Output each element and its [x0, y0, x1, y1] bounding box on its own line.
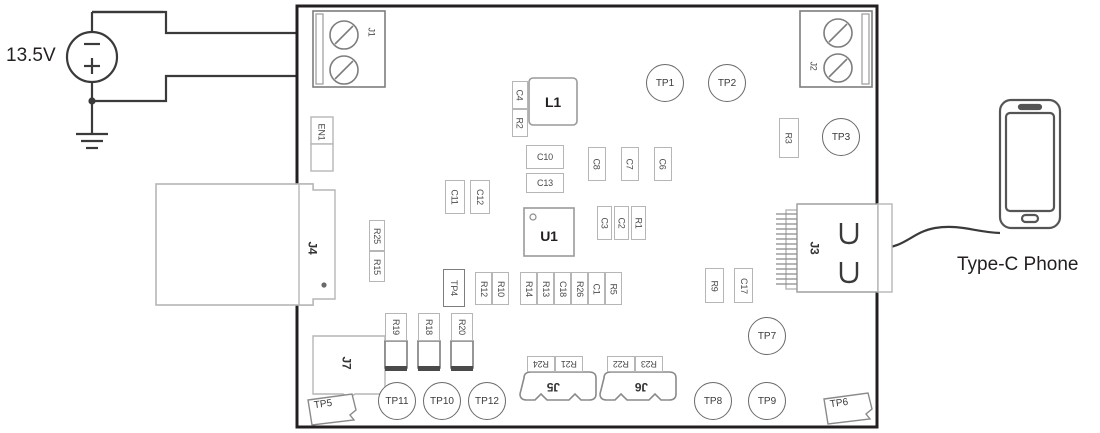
- j5-ref: J5: [546, 380, 560, 394]
- u1-ic-footprint: [523, 207, 575, 257]
- r20-part: R20: [451, 313, 473, 341]
- clip-footprints: [384, 340, 474, 371]
- r15-part: R15: [369, 251, 385, 282]
- j2-ref: J2: [808, 61, 819, 71]
- r13-part: R13: [537, 272, 554, 305]
- r9-part: R9: [705, 268, 724, 303]
- en1-jumper-footprint: [310, 116, 334, 172]
- tp1-testpoint: TP1: [646, 64, 684, 102]
- voltage-source-symbol: [65, 12, 119, 101]
- j6-header-outline: [599, 371, 677, 401]
- l1-inductor-footprint: [528, 77, 578, 126]
- j4-ref: J4: [304, 241, 319, 255]
- l1-ref: L1: [545, 93, 561, 110]
- c10-part: C10: [526, 145, 564, 169]
- r18-part: R18: [418, 313, 440, 341]
- tp12-testpoint: TP12: [468, 382, 506, 420]
- c4-part: C4: [512, 81, 528, 109]
- wire-source-bottom: [92, 74, 297, 103]
- ground-symbol: [76, 97, 108, 150]
- r24-part: R24: [527, 356, 555, 372]
- c7-part: C7: [621, 147, 639, 181]
- tp5-tab-outline: [307, 393, 357, 426]
- j1-terminal-block: [312, 10, 386, 88]
- tp3-testpoint: TP3: [822, 118, 860, 156]
- j2-terminal-block: [799, 10, 873, 88]
- r1-part: R1: [631, 206, 646, 240]
- phone-label: Type-C Phone: [957, 254, 1079, 275]
- r19-part: R19: [385, 313, 407, 341]
- c1-part: C1: [588, 272, 605, 305]
- source-voltage-label: 13.5V: [6, 45, 56, 66]
- j5-header-outline: [519, 371, 597, 401]
- tp7-testpoint: TP7: [748, 317, 786, 355]
- wire-source-top: [92, 10, 297, 35]
- j1-ref: J1: [366, 27, 377, 37]
- c8-part: C8: [588, 147, 606, 181]
- en1-ref: EN1: [315, 123, 326, 141]
- r10-part: R10: [492, 272, 509, 305]
- tp8-testpoint: TP8: [694, 382, 732, 420]
- r3-part: R3: [779, 118, 799, 158]
- tp4-part: TP4: [443, 269, 465, 307]
- r22-part: R22: [607, 356, 635, 372]
- c6-part: C6: [654, 147, 672, 181]
- u1-ref: U1: [540, 228, 558, 244]
- c2-part: C2: [614, 206, 629, 240]
- c11-part: C11: [445, 180, 465, 214]
- c18-part: C18: [554, 272, 571, 305]
- j4-mating-housing: [155, 183, 314, 306]
- r26-part: R26: [571, 272, 588, 305]
- r21-part: R21: [555, 356, 583, 372]
- j4-connector-body: [298, 183, 336, 306]
- j3-usb-c-receptacle: [776, 203, 893, 293]
- c3-part: C3: [597, 206, 612, 240]
- r23-part: R23: [635, 356, 663, 372]
- tp6-tab-outline: [823, 392, 873, 425]
- tp10-testpoint: TP10: [423, 382, 461, 420]
- r12-part: R12: [475, 272, 492, 305]
- r2-part: R2: [512, 109, 528, 137]
- phone-illustration: [998, 98, 1062, 230]
- j6-ref: J6: [634, 380, 648, 394]
- r14-part: R14: [520, 272, 537, 305]
- c13-part: C13: [526, 173, 564, 193]
- r25-part: R25: [369, 220, 385, 251]
- c17-part: C17: [734, 268, 753, 303]
- r5-part: R5: [605, 272, 622, 305]
- c12-part: C12: [470, 180, 490, 214]
- tp2-testpoint: TP2: [708, 64, 746, 102]
- j3-ref: J3: [806, 241, 821, 255]
- j7-ref: J7: [338, 356, 353, 370]
- usb-c-cable: [879, 225, 1001, 250]
- tp9-testpoint: TP9: [748, 382, 786, 420]
- tp11-testpoint: TP11: [378, 382, 416, 420]
